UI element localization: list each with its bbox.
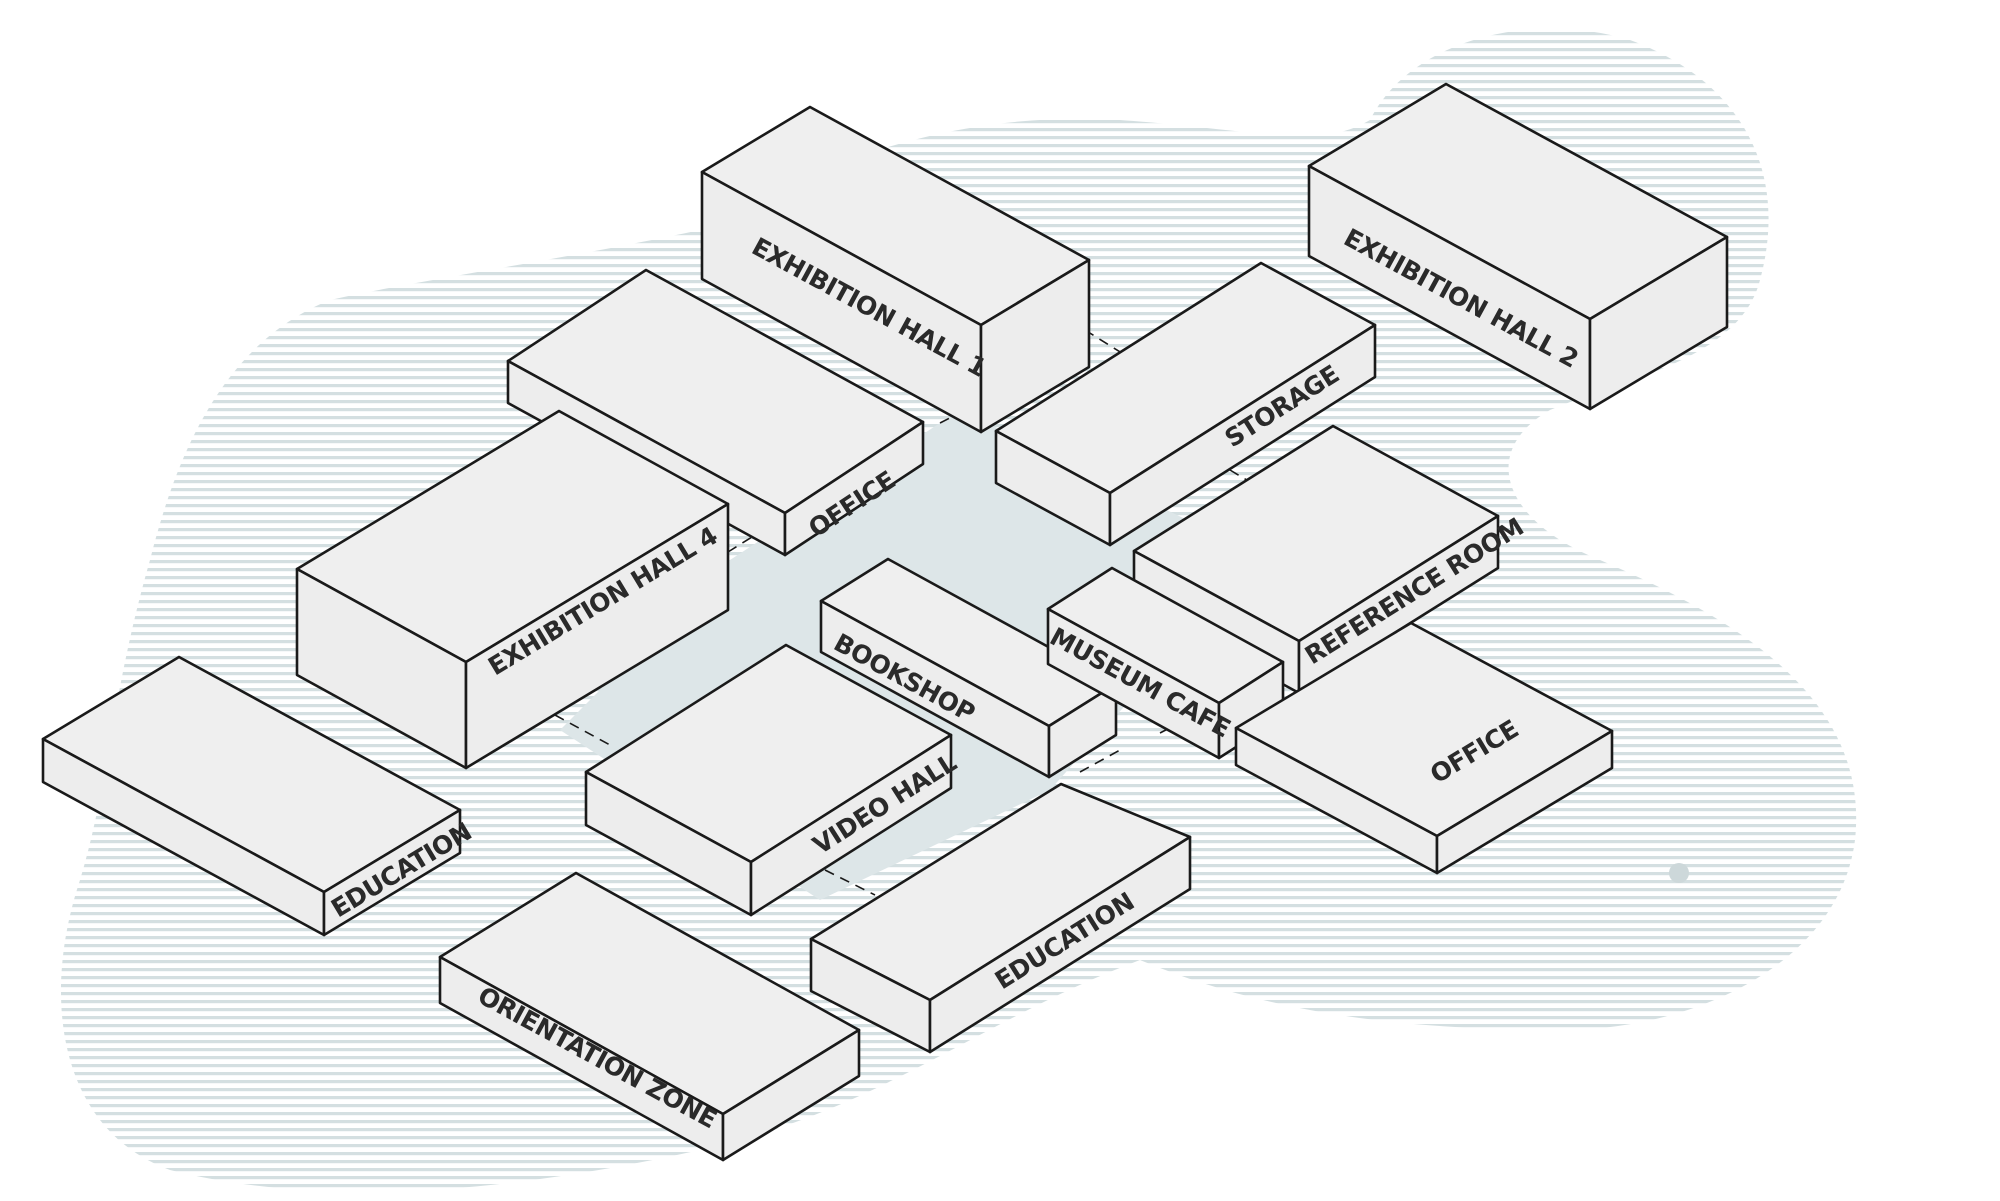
side-face [464,502,730,770]
site-marker-dot [1669,863,1689,883]
side-face [721,1028,861,1162]
room-exhibition-hall-1: EXHIBITION HALL 1 [700,105,1091,434]
side-face [1108,323,1377,547]
dash-line [1084,329,1126,356]
room-exhibition-hall-4: EXHIBITION HALL 4 [295,409,730,770]
dash-line [1079,749,1121,773]
side-face [979,258,1091,434]
room-exhibition-hall-2: EXHIBITION HALL 2 [1307,82,1729,411]
side-face [783,420,925,557]
dash-line [554,714,611,746]
side-face [928,835,1192,1054]
side-face [1297,514,1500,695]
dash-line [824,869,876,896]
dash-line [727,531,761,553]
side-face [1435,729,1614,875]
room-storage: STORAGE [994,261,1377,547]
side-face [1047,682,1118,779]
side-face [322,808,462,937]
room-video-hall: VIDEO HALL [584,643,962,917]
side-face [1588,235,1729,411]
side-face [749,733,953,917]
room-office-lower: OFFICE [1234,621,1614,875]
